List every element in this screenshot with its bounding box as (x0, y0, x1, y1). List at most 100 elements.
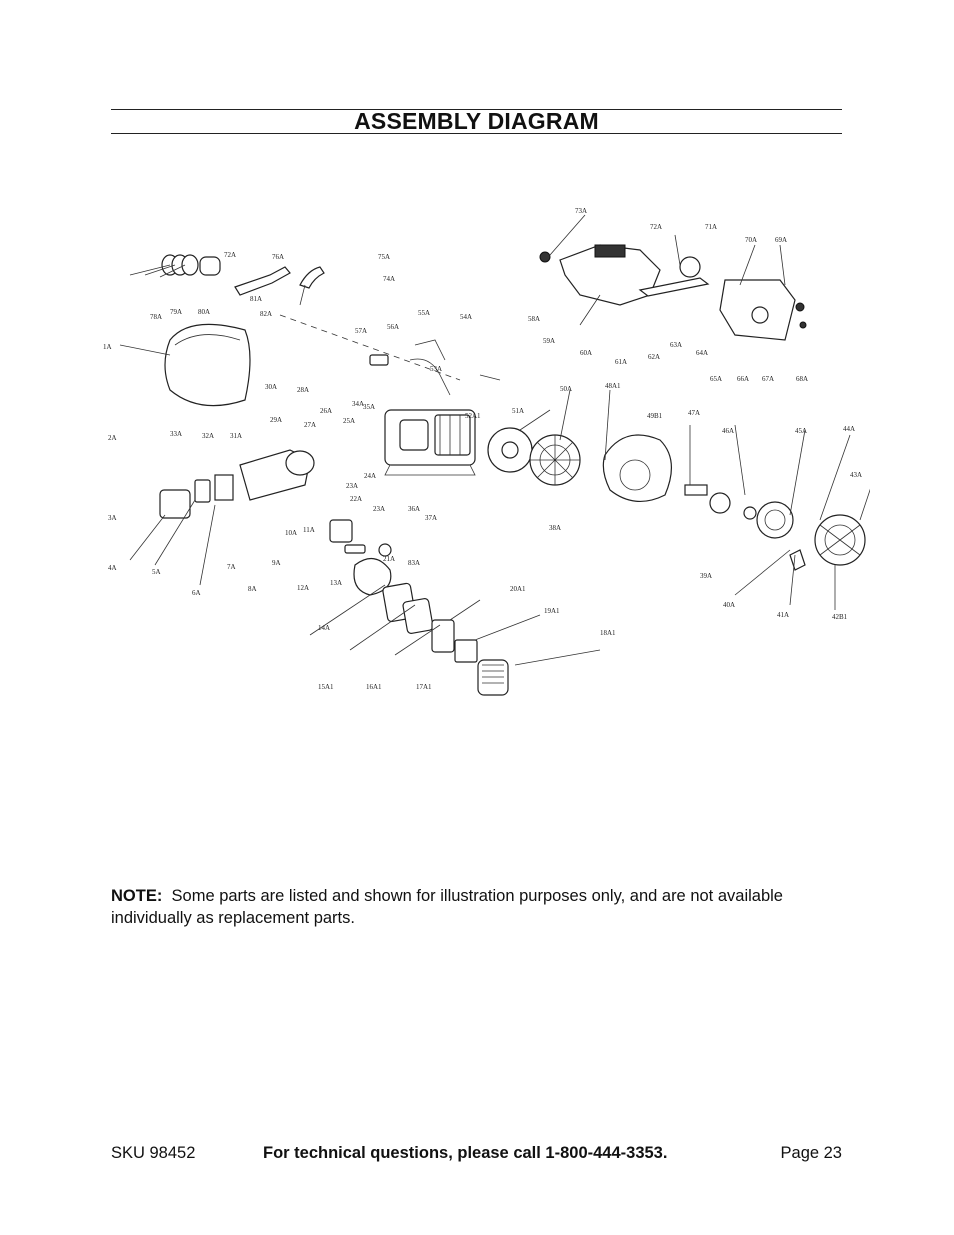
part-label: 62A (648, 353, 660, 361)
part-label: 72A (650, 223, 662, 231)
part-label: 11A (303, 526, 315, 534)
note-paragraph: NOTE: Some parts are listed and shown fo… (111, 885, 842, 929)
part-label: 21A (383, 555, 395, 563)
part-label: 13A (330, 579, 342, 587)
part-label: 69A (775, 236, 787, 244)
part-label: 31A (230, 432, 242, 440)
note-text: Some parts are listed and shown for illu… (111, 887, 783, 927)
part-label: 8A (248, 585, 257, 593)
technical-support-line: For technical questions, please call 1-8… (263, 1144, 668, 1162)
flywheel (487, 427, 581, 486)
part-label: 82A (260, 310, 272, 318)
part-label: 5A (152, 568, 161, 576)
part-label: 58A (528, 315, 540, 323)
part-label: 61A (615, 358, 627, 366)
part-label: 32A (202, 432, 214, 440)
part-label: 57A (355, 327, 367, 335)
part-label: 81A (250, 295, 262, 303)
part-label: 23A (346, 482, 358, 490)
part-label: 27A (304, 421, 316, 429)
part-label: 36A (408, 505, 420, 513)
part-label: 1A (103, 343, 112, 351)
part-label: 18A1 (600, 629, 616, 637)
part-label: 20A1 (510, 585, 526, 593)
part-label: 59A (543, 337, 555, 345)
part-label: 12A (297, 584, 309, 592)
page-number: Page 23 (780, 1144, 842, 1162)
part-label: 6A (192, 589, 201, 597)
engine-block (384, 409, 476, 476)
part-label: 7A (227, 563, 236, 571)
part-label: 47A (688, 409, 700, 417)
part-label: 25A (343, 417, 355, 425)
part-label: 53A (430, 365, 442, 373)
air-filter-rings (161, 254, 221, 276)
part-label: 55A (418, 309, 430, 317)
part-label: 39A (700, 572, 712, 580)
sku-label: SKU 98452 (111, 1144, 196, 1162)
part-label: 24A (364, 472, 376, 480)
leader-lines (119, 214, 870, 666)
top-rule (111, 109, 842, 110)
part-label: 74A (383, 275, 395, 283)
part-label: 76A (272, 253, 284, 261)
part-label: 40A (723, 601, 735, 609)
page-title: ASSEMBLY DIAGRAM (354, 108, 599, 134)
part-label: 54A (460, 313, 472, 321)
part-label: 16A1 (366, 683, 382, 691)
part-label: 2A (108, 434, 117, 442)
air-filter-stack (382, 582, 509, 696)
part-label: 46A (722, 427, 734, 435)
part-label: 48A1 (605, 382, 621, 390)
part-label: 23A (373, 505, 385, 513)
lever-arm (234, 266, 325, 296)
fan-housing (602, 434, 672, 502)
crankcase-top (539, 244, 807, 341)
part-labels: 73A 72A 71A 70A 69A 72A 76A 75A 74A 78A … (103, 207, 862, 691)
part-label: 37A (425, 514, 437, 522)
part-label: 80A (198, 308, 210, 316)
part-label: 68A (796, 375, 808, 383)
part-label: 38A (549, 524, 561, 532)
part-label: 30A (265, 383, 277, 391)
assembly-diagram: 73A 72A 71A 70A 69A 72A 76A 75A 74A 78A … (103, 207, 870, 696)
part-label: 42B1 (832, 613, 848, 621)
part-label: 71A (705, 223, 717, 231)
part-label: 10A (285, 529, 297, 537)
part-label: 66A (737, 375, 749, 383)
part-label: 4A (108, 564, 117, 572)
part-label: 56A (387, 323, 399, 331)
part-label: 52A1 (465, 412, 481, 420)
cylinder-parts (369, 339, 451, 396)
part-label: 43A (850, 471, 862, 479)
bottom-rule (111, 133, 842, 134)
note-label: NOTE: (111, 887, 163, 905)
part-label: 41A (777, 611, 789, 619)
carburetor-assembly (159, 449, 392, 596)
part-label: 22A (350, 495, 362, 503)
fuel-tank (164, 323, 251, 407)
part-label: 45A (795, 427, 807, 435)
part-label: 15A1 (318, 683, 334, 691)
part-label: 9A (272, 559, 281, 567)
part-label: 65A (710, 375, 722, 383)
part-label: 72A (224, 251, 236, 259)
clutch-assembly (684, 484, 866, 571)
part-label: 83A (408, 559, 420, 567)
part-label: 26A (320, 407, 332, 415)
part-label: 35A (363, 403, 375, 411)
part-label: 34A (352, 400, 364, 408)
part-label: 73A (575, 207, 587, 215)
part-label: 33A (170, 430, 182, 438)
part-label: 49B1 (647, 412, 663, 420)
part-label: 67A (762, 375, 774, 383)
part-label: 28A (297, 386, 309, 394)
part-label: 78A (150, 313, 162, 321)
part-label: 19A1 (544, 607, 560, 615)
part-label: 3A (108, 514, 117, 522)
part-label: 70A (745, 236, 757, 244)
part-label: 44A (843, 425, 855, 433)
part-label: 51A (512, 407, 524, 415)
part-label: 17A1 (416, 683, 432, 691)
part-label: 63A (670, 341, 682, 349)
